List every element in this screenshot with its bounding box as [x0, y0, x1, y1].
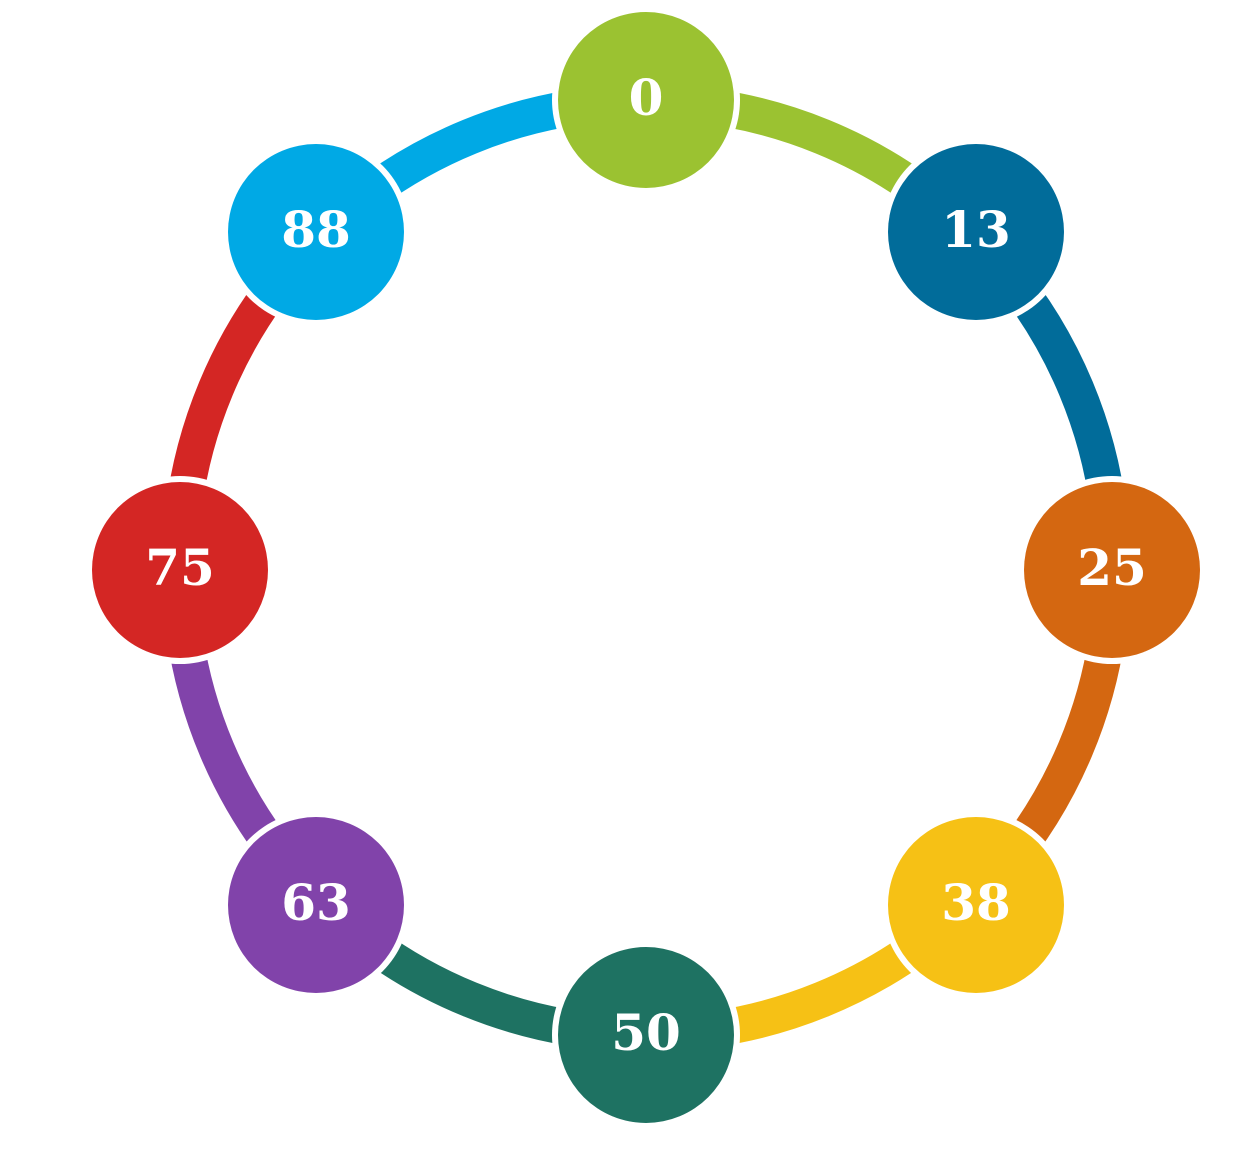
node-0: 0: [552, 6, 740, 194]
node-label: 0: [629, 68, 664, 127]
node-circle: [558, 12, 734, 188]
node-38: 38: [882, 811, 1070, 999]
node-label: 13: [941, 200, 1011, 259]
node-75: 75: [86, 476, 274, 664]
node-63: 63: [222, 811, 410, 999]
node-circle: [92, 482, 268, 658]
node-label: 75: [145, 538, 215, 597]
node-layer: 0 13 25 38 50 63 75 88: [86, 6, 1206, 1129]
node-label: 25: [1077, 538, 1147, 597]
node-label: 38: [941, 873, 1011, 932]
node-label: 88: [281, 200, 351, 259]
node-circle: [888, 817, 1064, 993]
node-circle: [228, 817, 404, 993]
node-circle: [228, 144, 404, 320]
node-circle: [888, 144, 1064, 320]
node-label: 63: [281, 873, 351, 932]
node-circle: [558, 947, 734, 1123]
node-label: 50: [611, 1003, 681, 1062]
node-50: 50: [552, 941, 740, 1129]
node-25: 25: [1018, 476, 1206, 664]
node-circle: [1024, 482, 1200, 658]
node-13: 13: [882, 138, 1070, 326]
node-88: 88: [222, 138, 410, 326]
